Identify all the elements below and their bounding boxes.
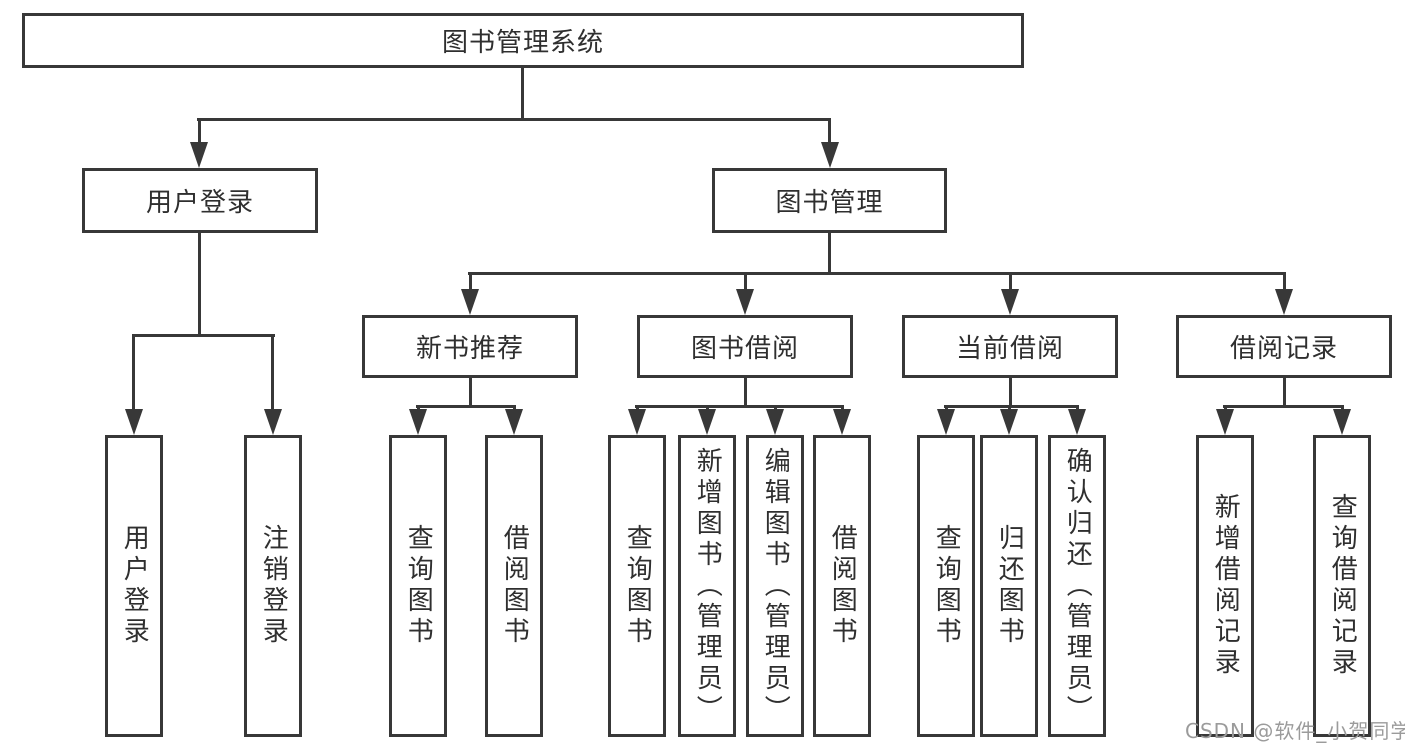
- leaf-user-login: 用户登录: [105, 435, 163, 737]
- connector-user-login-stem: [198, 233, 201, 334]
- leaf-edit-book-admin-label: 编辑图书（管理员）: [760, 446, 791, 726]
- node-new-book-recommendation: 新书推荐: [362, 315, 578, 378]
- arrow-down-icon: [833, 409, 851, 435]
- leaf-borrow-books-borrowing-label: 借阅图书: [827, 524, 858, 648]
- connector-root-bar: [197, 118, 831, 121]
- node-user-login-label: 用户登录: [145, 188, 254, 218]
- connector-stem: [469, 378, 472, 405]
- node-user-login: 用户登录: [82, 168, 318, 233]
- connector-user-login-bar: [132, 334, 275, 337]
- connector-stem: [744, 378, 747, 405]
- node-new-book-recommendation-label: 新书推荐: [415, 334, 524, 364]
- arrow-down-icon: [264, 409, 282, 435]
- arrow-down-icon: [698, 409, 716, 435]
- arrow-down-icon: [736, 289, 754, 315]
- arrow-down-icon: [766, 409, 784, 435]
- arrow-down-icon: [821, 142, 839, 168]
- leaf-query-books-current-label: 查询图书: [931, 524, 962, 648]
- leaf-user-login-label: 用户登录: [119, 524, 150, 648]
- leaf-edit-book-admin: 编辑图书（管理员）: [746, 435, 804, 737]
- node-root: 图书管理系统: [22, 13, 1024, 68]
- arrow-down-icon: [125, 409, 143, 435]
- leaf-query-borrow-record-label: 查询借阅记录: [1327, 493, 1358, 679]
- arrow-down-icon: [628, 409, 646, 435]
- connector-shaft: [1009, 272, 1012, 294]
- leaf-confirm-return-admin: 确认归还（管理员）: [1048, 435, 1106, 737]
- node-current-borrowing: 当前借阅: [902, 315, 1118, 378]
- connector-shaft: [132, 334, 135, 414]
- connector-bar: [1223, 405, 1344, 408]
- connector-bar: [635, 405, 844, 408]
- leaf-add-borrow-record: 新增借阅记录: [1196, 435, 1254, 737]
- arrow-down-icon: [1275, 289, 1293, 315]
- arrow-down-icon: [1000, 409, 1018, 435]
- arrow-down-icon: [409, 409, 427, 435]
- leaf-query-books-recommend-label: 查询图书: [403, 524, 434, 648]
- leaf-logout: 注销登录: [244, 435, 302, 737]
- arrow-down-icon: [1001, 289, 1019, 315]
- connector-shaft: [271, 334, 274, 414]
- leaf-borrow-books-recommend-label: 借阅图书: [499, 524, 530, 648]
- leaf-query-books-current: 查询图书: [917, 435, 975, 737]
- leaf-borrow-books-recommend: 借阅图书: [485, 435, 543, 737]
- leaf-borrow-books-borrowing: 借阅图书: [813, 435, 871, 737]
- connector-bar: [416, 405, 516, 408]
- arrow-down-icon: [937, 409, 955, 435]
- node-book-borrowing: 图书借阅: [637, 315, 853, 378]
- leaf-add-book-admin: 新增图书（管理员）: [678, 435, 736, 737]
- connector-book-mgmt-stem: [828, 233, 831, 272]
- leaf-logout-label: 注销登录: [258, 524, 289, 648]
- leaf-return-book-label: 归还图书: [994, 524, 1025, 648]
- arrow-down-icon: [461, 289, 479, 315]
- node-borrowing-records: 借阅记录: [1176, 315, 1392, 378]
- connector-bar: [944, 405, 1079, 408]
- leaf-confirm-return-admin-label: 确认归还（管理员）: [1062, 446, 1093, 726]
- arrow-down-icon: [1333, 409, 1351, 435]
- leaf-return-book: 归还图书: [980, 435, 1038, 737]
- arrow-down-icon: [1068, 409, 1086, 435]
- leaf-query-borrow-record: 查询借阅记录: [1313, 435, 1371, 737]
- node-current-borrowing-label: 当前借阅: [955, 334, 1064, 364]
- connector-shaft: [744, 272, 747, 294]
- connector-stem: [1283, 378, 1286, 405]
- node-book-borrowing-label: 图书借阅: [690, 334, 799, 364]
- leaf-query-books-borrowing-label: 查询图书: [622, 524, 653, 648]
- connector-shaft: [469, 272, 472, 294]
- arrow-down-icon: [1216, 409, 1234, 435]
- leaf-query-books-borrowing: 查询图书: [608, 435, 666, 737]
- arrow-down-icon: [505, 409, 523, 435]
- node-root-label: 图书管理系统: [441, 28, 604, 58]
- node-book-management-label: 图书管理: [775, 188, 884, 218]
- arrow-down-icon: [190, 142, 208, 168]
- leaf-add-book-admin-label: 新增图书（管理员）: [692, 446, 723, 726]
- connector-shaft: [198, 118, 201, 150]
- connector-stem: [1009, 378, 1012, 405]
- connector-shaft: [828, 118, 831, 150]
- csdn-watermark: CSDN @软件_小贺同学: [1185, 719, 1405, 743]
- leaf-add-borrow-record-label: 新增借阅记录: [1210, 493, 1241, 679]
- node-borrowing-records-label: 借阅记录: [1229, 334, 1338, 364]
- connector-shaft: [1283, 272, 1286, 294]
- leaf-query-books-recommend: 查询图书: [389, 435, 447, 737]
- node-book-management: 图书管理: [712, 168, 947, 233]
- connector-root-stem: [521, 68, 524, 118]
- connector-book-mgmt-bar: [468, 272, 1285, 275]
